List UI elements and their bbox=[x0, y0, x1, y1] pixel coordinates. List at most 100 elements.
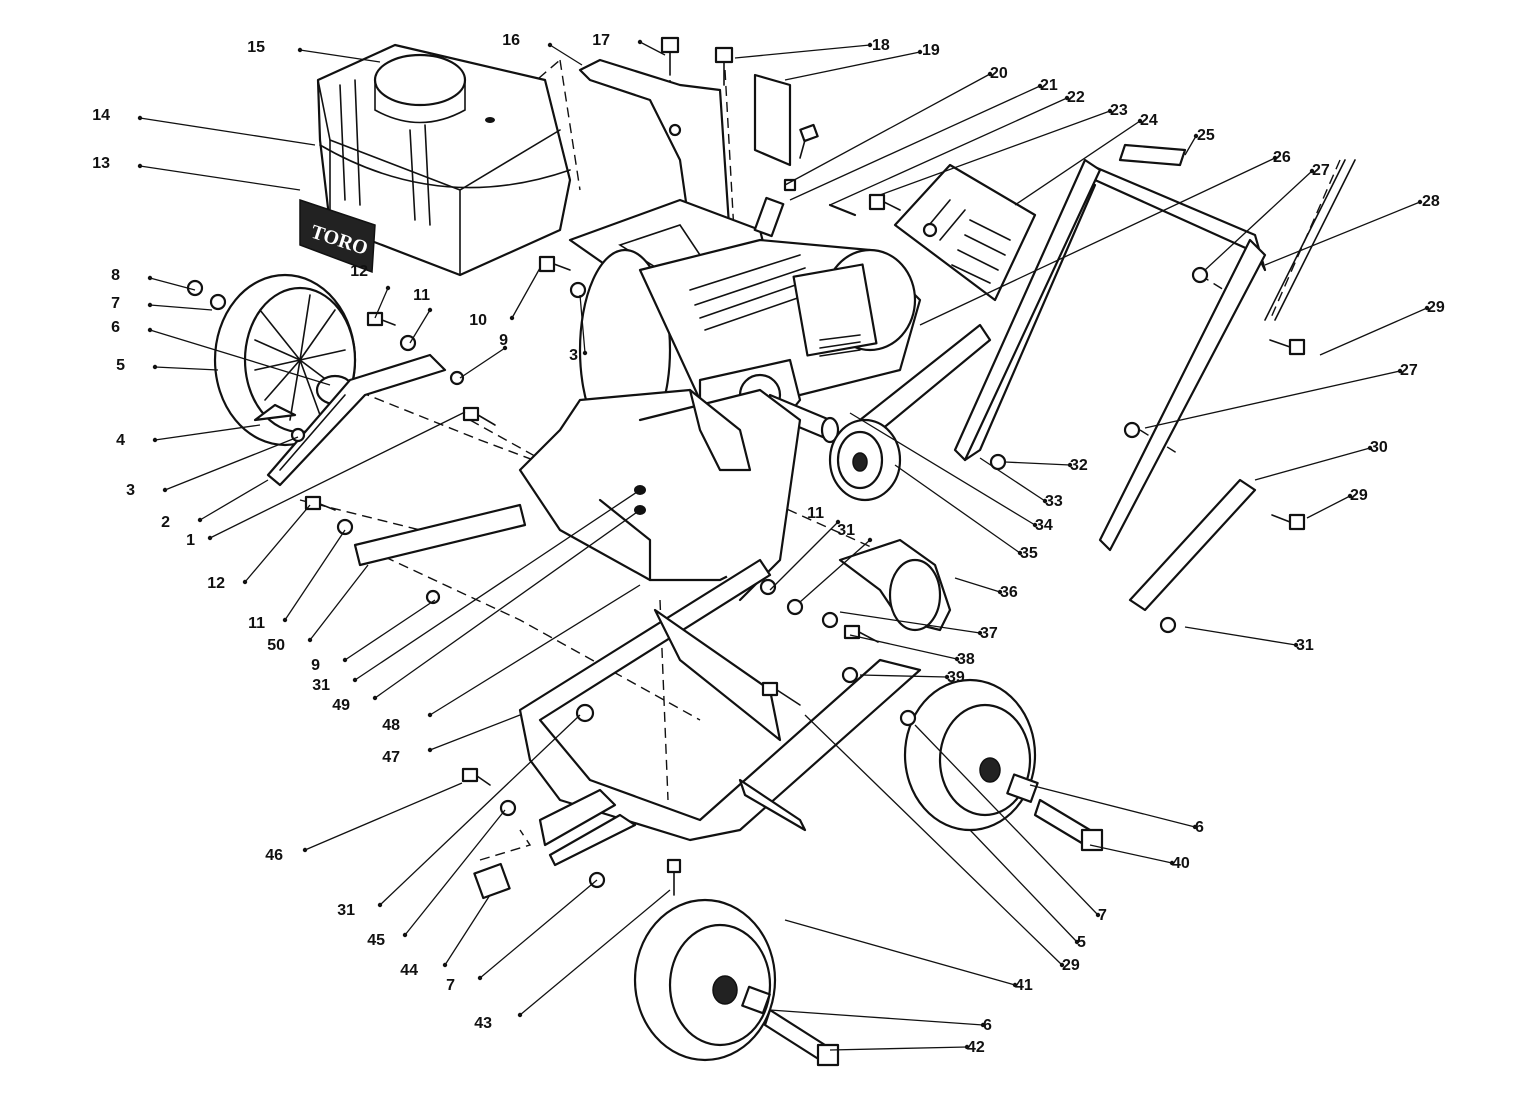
leader-dot bbox=[1017, 550, 1023, 556]
pulley bbox=[828, 418, 902, 502]
callout-label: 15 bbox=[247, 39, 265, 56]
small-parts bbox=[186, 255, 1306, 900]
callout-7: 7 bbox=[111, 295, 213, 312]
leader-line bbox=[1089, 844, 1173, 864]
link-50 bbox=[353, 503, 527, 567]
callout-label: 50 bbox=[267, 637, 285, 654]
callout-35: 35 bbox=[894, 464, 1038, 562]
callout-24: 24 bbox=[1014, 112, 1158, 206]
callout-30: 30 bbox=[1254, 439, 1388, 481]
callout-label: 6 bbox=[111, 319, 120, 336]
brace-30 bbox=[1128, 478, 1257, 612]
callout-36: 36 bbox=[954, 577, 1018, 601]
leader-dot bbox=[442, 962, 448, 968]
callout-5: 5 bbox=[969, 829, 1086, 951]
callout-25: 25 bbox=[1184, 127, 1215, 156]
callout-7: 7 bbox=[914, 724, 1107, 924]
callout-14: 14 bbox=[92, 107, 316, 146]
leader-dot bbox=[1347, 493, 1353, 499]
leader-line bbox=[299, 49, 381, 63]
callout-label: 43 bbox=[474, 1015, 492, 1032]
callout-31: 31 bbox=[799, 522, 873, 603]
callout-label: 27 bbox=[1312, 162, 1330, 179]
callout-label: 37 bbox=[980, 625, 998, 642]
leader-dot bbox=[1012, 982, 1018, 988]
leader-line bbox=[799, 539, 871, 603]
leader-line bbox=[804, 714, 1063, 966]
callout-23: 23 bbox=[879, 102, 1128, 196]
leader-line bbox=[839, 611, 981, 634]
leader-dot bbox=[1067, 462, 1073, 468]
callout-label: 19 bbox=[922, 42, 940, 59]
callout-label: 29 bbox=[1350, 487, 1368, 504]
leader-line bbox=[1306, 495, 1351, 519]
callout-label: 34 bbox=[1035, 517, 1053, 534]
callout-11: 11 bbox=[409, 287, 433, 344]
leader-dot bbox=[1309, 168, 1315, 174]
callout-label: 35 bbox=[1020, 545, 1038, 562]
leader-line bbox=[511, 267, 541, 319]
callout-31: 31 bbox=[337, 714, 581, 919]
callout-16: 16 bbox=[502, 32, 583, 66]
leader-dot bbox=[427, 712, 433, 718]
callout-2: 2 bbox=[161, 479, 269, 531]
callout-label: 27 bbox=[1400, 362, 1418, 379]
callout-label: 30 bbox=[1370, 439, 1388, 456]
callout-label: 6 bbox=[983, 1017, 992, 1034]
leader-dot bbox=[137, 115, 143, 121]
decal-25 bbox=[1118, 143, 1187, 167]
leader-dot bbox=[385, 285, 391, 291]
callout-label: 14 bbox=[92, 107, 110, 124]
leader-line bbox=[519, 889, 671, 1016]
leader-dot bbox=[402, 932, 408, 938]
leader-line bbox=[784, 919, 1016, 986]
leader-line bbox=[139, 117, 316, 146]
callout-label: 1 bbox=[186, 532, 195, 549]
lower-frame bbox=[518, 558, 922, 867]
callout-42: 42 bbox=[829, 1039, 985, 1056]
callout-label: 45 bbox=[367, 932, 385, 949]
leader-dot bbox=[977, 630, 983, 636]
wheel-right-rear bbox=[903, 678, 1104, 852]
callout-label: 12 bbox=[350, 263, 368, 280]
callout-label: 26 bbox=[1273, 149, 1291, 166]
leader-dot bbox=[147, 302, 153, 308]
callout-label: 47 bbox=[382, 749, 400, 766]
callout-label: 31 bbox=[337, 902, 355, 919]
leader-line bbox=[1254, 447, 1371, 481]
callout-8: 8 bbox=[111, 267, 196, 291]
callout-label: 11 bbox=[807, 505, 824, 522]
leader-dot bbox=[1032, 522, 1038, 528]
leader-line bbox=[1184, 626, 1297, 646]
leader-dot bbox=[1095, 912, 1101, 918]
leader-line bbox=[149, 304, 213, 311]
leader-line bbox=[164, 436, 299, 491]
callout-label: 23 bbox=[1110, 102, 1128, 119]
leader-dot bbox=[1064, 95, 1070, 101]
leader-dot bbox=[964, 1044, 970, 1050]
callout-label: 8 bbox=[111, 267, 120, 284]
leader-dot bbox=[302, 847, 308, 853]
cable bbox=[1264, 159, 1356, 321]
callout-label: 31 bbox=[1296, 637, 1314, 654]
leader-line bbox=[1029, 784, 1196, 828]
callout-43: 43 bbox=[474, 889, 671, 1032]
leader-dot bbox=[637, 39, 643, 45]
leader-dot bbox=[152, 364, 158, 370]
leader-dot bbox=[307, 637, 313, 643]
callout-3: 3 bbox=[126, 436, 299, 499]
callout-label: 25 bbox=[1197, 127, 1215, 144]
callout-9: 9 bbox=[459, 332, 508, 379]
leader-line bbox=[639, 41, 666, 56]
callout-label: 2 bbox=[161, 514, 170, 531]
callout-1: 1 bbox=[186, 411, 466, 549]
leader-line bbox=[284, 529, 346, 621]
leader-line bbox=[1004, 461, 1071, 466]
small-fasteners-right bbox=[753, 178, 901, 238]
leader-dot bbox=[427, 307, 433, 313]
leader-line bbox=[979, 457, 1046, 502]
callout-6: 6 bbox=[769, 1009, 992, 1034]
leader-dot bbox=[987, 71, 993, 77]
wheel-left-rear bbox=[633, 898, 840, 1067]
